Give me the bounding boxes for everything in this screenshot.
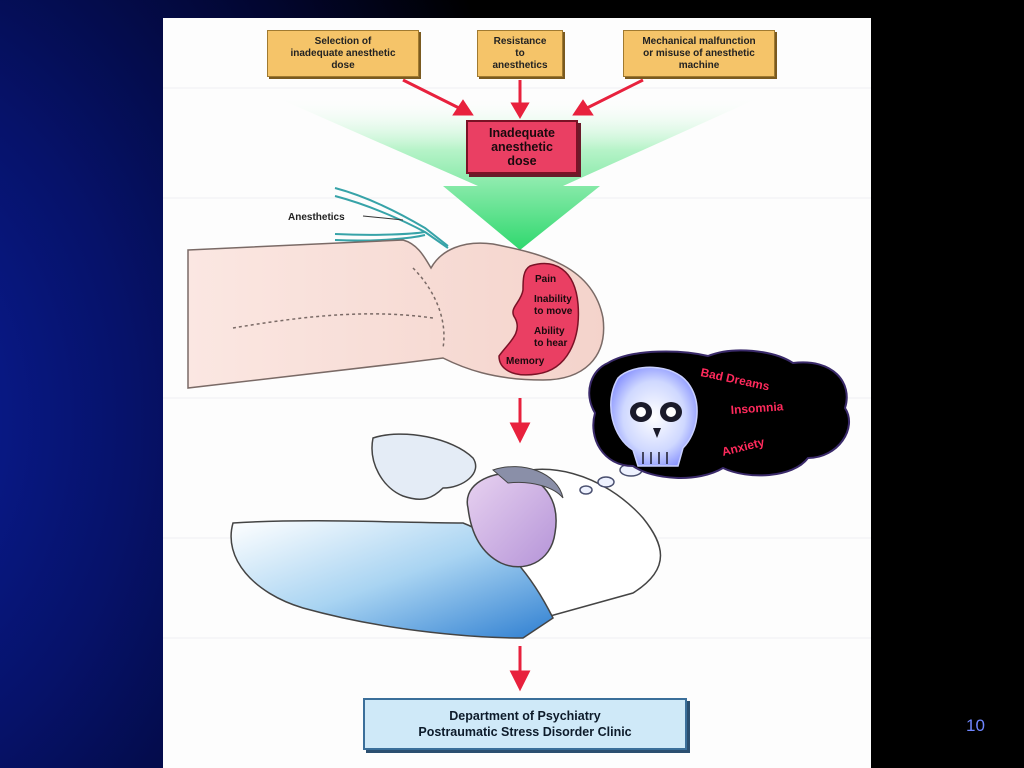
source-line: inadequate anesthetic (290, 47, 396, 59)
skull-icon (610, 366, 698, 467)
awareness-labels: Pain Inability to move Ability to hear M… (506, 274, 573, 367)
slide-page-number: 10 (966, 716, 985, 735)
source-box-resistance: Resistance to anesthetics (477, 30, 563, 77)
inadequate-dose-box: Inadequate anesthetic dose (466, 120, 578, 174)
awareness-item: Inability (534, 294, 572, 305)
source-line: Mechanical malfunction (642, 35, 756, 47)
source-line: machine (678, 59, 720, 71)
brain-region (498, 262, 580, 376)
down-arrows (509, 398, 531, 692)
source-arrows (402, 78, 644, 119)
source-line: or misuse of anesthetic (643, 47, 755, 59)
anesthetic-tubes (334, 187, 449, 249)
source-line: to (515, 47, 525, 59)
clinic-box: Department of Psychiatry Postraumatic St… (363, 698, 687, 750)
awareness-item: to move (534, 306, 573, 317)
awareness-item: Ability (534, 326, 565, 337)
awareness-item: Memory (506, 356, 545, 367)
anesthetics-label: Anesthetics (288, 212, 345, 223)
source-box-mechanical-malfunction: Mechanical malfunction or misuse of anes… (623, 30, 775, 77)
dose-line: dose (507, 154, 537, 168)
patient-arm (371, 433, 477, 500)
dream-item: Insomnia (730, 399, 784, 417)
sleeping-patient-face (466, 472, 557, 568)
awareness-item: Pain (535, 274, 556, 285)
source-line: dose (331, 59, 355, 71)
clinic-line-1: Department of Psychiatry (449, 709, 601, 723)
diagram-panel: Anesthetics Pain Inability to move Abili… (163, 18, 871, 768)
dose-line: Inadequate (489, 126, 555, 140)
clinic-line-2: Postraumatic Stress Disorder Clinic (418, 725, 632, 739)
source-line: anesthetics (492, 59, 548, 71)
blanket (230, 520, 554, 639)
source-box-inadequate-dose: Selection of inadequate anesthetic dose (267, 30, 419, 77)
anesthetics-pointer (362, 215, 404, 221)
source-line: Resistance (493, 35, 547, 47)
source-line: Selection of (314, 35, 372, 47)
dose-line: anesthetic (491, 140, 553, 154)
awareness-item: to hear (534, 338, 567, 349)
